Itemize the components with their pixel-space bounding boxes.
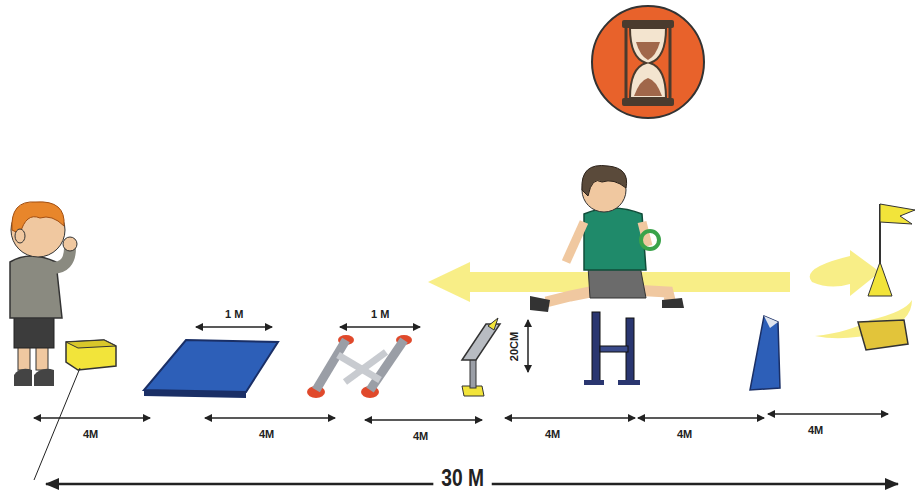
distance-label: 4M bbox=[81, 428, 100, 441]
dimension-label: 1 M bbox=[223, 308, 245, 321]
running-boy bbox=[530, 166, 684, 313]
yellow-box bbox=[66, 340, 116, 370]
total-distance-label: 30 M bbox=[433, 464, 492, 492]
distance-label: 4M bbox=[411, 430, 430, 443]
distance-label: 4M bbox=[806, 424, 825, 437]
height-label: 20CM bbox=[508, 330, 521, 363]
hourglass-icon bbox=[592, 6, 704, 118]
distance-label: 4M bbox=[543, 428, 562, 441]
balance-bench bbox=[462, 318, 500, 396]
run-arrow bbox=[428, 250, 912, 338]
hurdle bbox=[584, 312, 640, 385]
turn-flag bbox=[858, 204, 915, 350]
agility-ladder bbox=[307, 335, 412, 398]
wedge-cone bbox=[750, 316, 780, 390]
dimension-label: 1 M bbox=[369, 308, 391, 321]
dimension-lines bbox=[34, 327, 898, 484]
distance-label: 4M bbox=[675, 428, 694, 441]
distance-label: 4M bbox=[257, 428, 276, 441]
blue-mat bbox=[144, 340, 278, 398]
height-dimension bbox=[527, 320, 529, 372]
